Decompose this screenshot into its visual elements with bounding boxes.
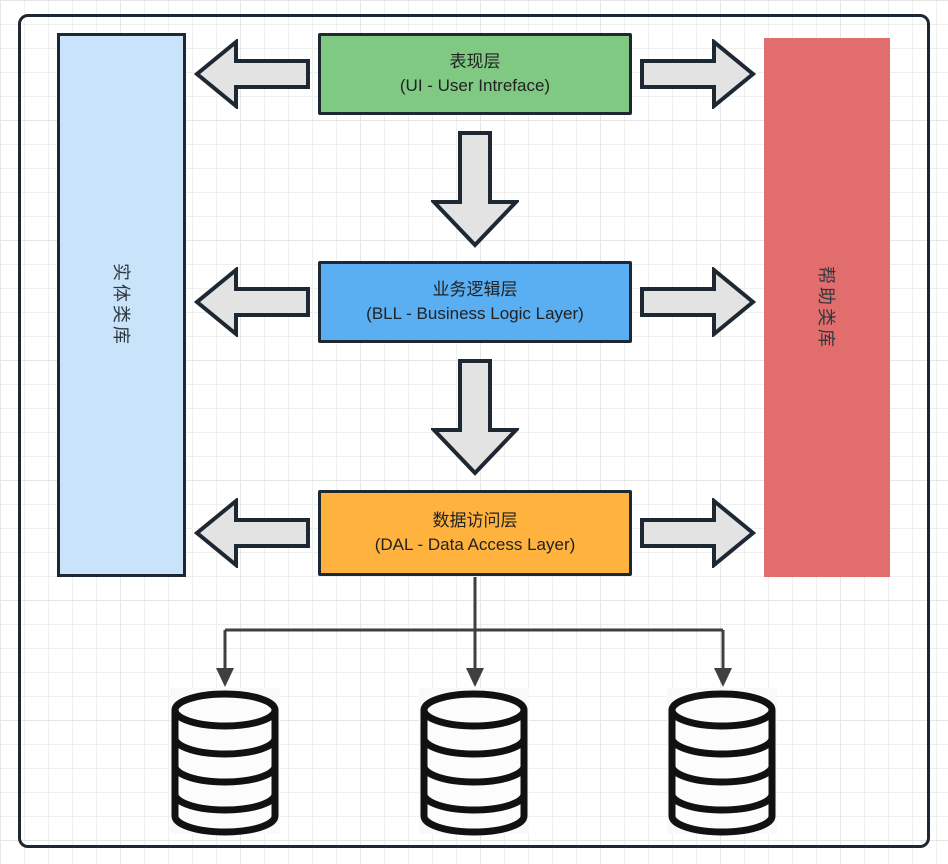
entity-library-label: 实体类库 — [110, 263, 131, 347]
business-logic-layer-box: 业务逻辑层 (BLL - Business Logic Layer) — [318, 261, 632, 343]
block-arrow-bll-to-helper-icon — [640, 267, 756, 337]
block-arrow-bll-to-dal-icon — [431, 359, 519, 476]
data-access-layer-title: 数据访问层 — [432, 511, 518, 530]
business-logic-layer-subtitle: (BLL - Business Logic Layer) — [366, 304, 584, 323]
business-logic-layer-title: 业务逻辑层 — [432, 280, 518, 299]
presentation-layer-title: 表现层 — [449, 52, 501, 71]
helper-library-box: 帮助类库 — [764, 38, 890, 577]
block-arrow-ui-to-bll-icon — [431, 131, 519, 248]
data-access-layer-box: 数据访问层 (DAL - Data Access Layer) — [318, 490, 632, 576]
block-arrow-bll-to-entity-icon — [194, 267, 310, 337]
database-cylinder-1-icon — [170, 688, 280, 836]
block-arrow-ui-to-entity-icon — [194, 39, 310, 109]
block-arrow-ui-to-helper-icon — [640, 39, 756, 109]
helper-library-label: 帮助类库 — [816, 265, 836, 350]
presentation-layer-subtitle: (UI - User Intreface) — [399, 76, 551, 95]
presentation-layer-box: 表现层 (UI - User Intreface) — [318, 33, 632, 115]
data-access-layer-subtitle: (DAL - Data Access Layer) — [374, 535, 576, 554]
database-cylinder-3-icon — [667, 688, 777, 836]
block-arrow-dal-to-entity-icon — [194, 498, 310, 568]
block-arrow-dal-to-helper-icon — [640, 498, 756, 568]
entity-library-box: 实体类库 — [57, 33, 186, 577]
outer-border — [18, 14, 930, 848]
database-cylinder-2-icon — [419, 688, 529, 836]
